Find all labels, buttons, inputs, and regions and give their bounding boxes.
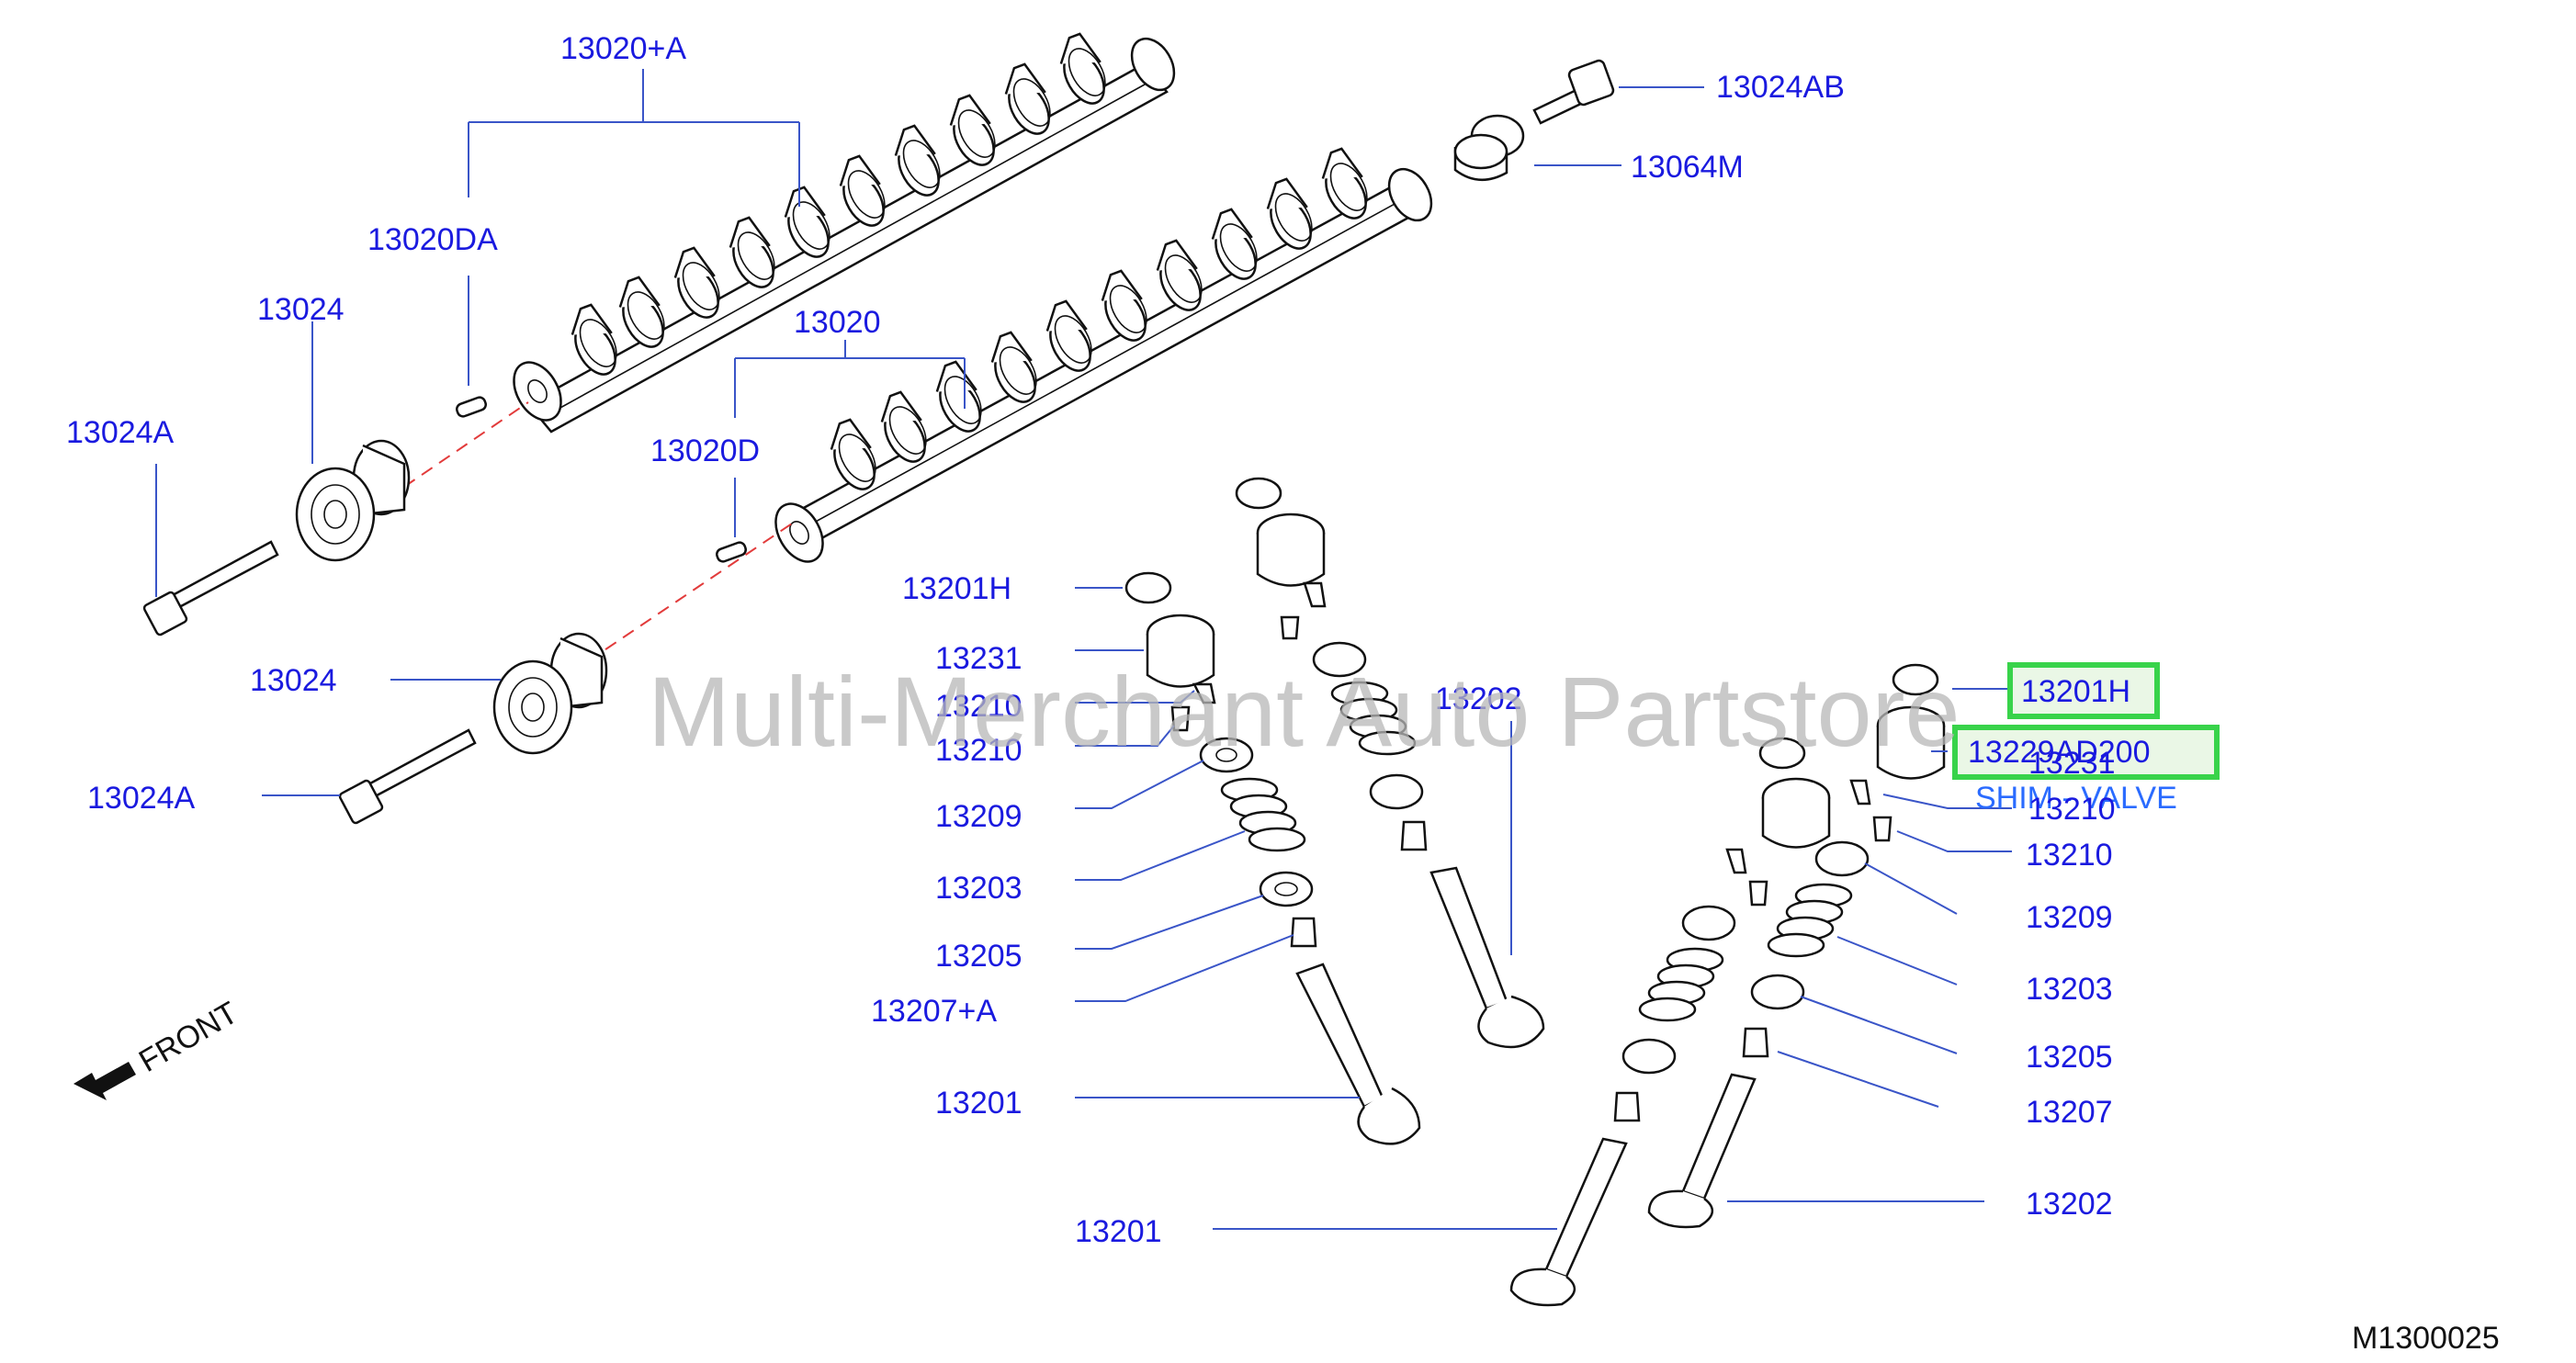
- label-13020[interactable]: 13020: [794, 305, 881, 340]
- label-right-13205[interactable]: 13205: [2026, 1040, 2113, 1075]
- highlight-box-shim: [2007, 662, 2160, 719]
- label-center-13202[interactable]: 13202: [1435, 682, 1522, 716]
- upper-sprocket[interactable]: [295, 439, 411, 562]
- label-13064m[interactable]: 13064M: [1631, 150, 1744, 185]
- label-13020-plus-a[interactable]: 13020+A: [560, 31, 686, 66]
- label-right-13207[interactable]: 13207: [2026, 1095, 2113, 1130]
- upper-bolt[interactable]: [142, 540, 279, 636]
- label-right-13229ad200[interactable]: 13229AD200: [1968, 735, 2151, 770]
- cam-cap[interactable]: [1453, 114, 1525, 181]
- label-13024ab[interactable]: 13024AB: [1716, 70, 1845, 105]
- lower-cam-plug[interactable]: [716, 541, 748, 563]
- lower-bolt[interactable]: [338, 728, 477, 825]
- upper-camshaft[interactable]: [504, 28, 1182, 434]
- front-label: FRONT: [133, 995, 243, 1078]
- label-left-13231[interactable]: 13231: [935, 641, 1022, 676]
- diagram-code: M1300025: [2352, 1321, 2500, 1356]
- label-13020da[interactable]: 13020DA: [367, 222, 498, 257]
- label-left-13201h[interactable]: 13201H: [902, 571, 1011, 606]
- label-left-13207-plus-a[interactable]: 13207+A: [871, 994, 997, 1029]
- label-right-13210-b[interactable]: 13210: [2026, 838, 2113, 873]
- label-right-13209[interactable]: 13209: [2026, 900, 2113, 935]
- part-labels: 13020+A 13020DA 13024 13024A 13020 13020…: [66, 31, 2177, 1249]
- right-front-valve-stack[interactable]: [1647, 663, 1946, 1229]
- label-13020d[interactable]: 13020D: [650, 434, 760, 468]
- arrow-left-down-icon: [73, 1062, 136, 1100]
- cam-cap-bolt[interactable]: [1532, 59, 1615, 125]
- lower-sprocket[interactable]: [492, 632, 608, 755]
- label-right-13231-behind[interactable]: 13231: [2028, 746, 2116, 781]
- label-lower-13201[interactable]: 13201: [1075, 1214, 1162, 1249]
- label-left-13205[interactable]: 13205: [935, 939, 1022, 974]
- left-valve-stack[interactable]: [1124, 571, 1421, 1145]
- label-right-13201h[interactable]: 13201H: [2021, 674, 2130, 709]
- label-left-13210-a[interactable]: 13210: [935, 689, 1022, 724]
- label-right-13210-a[interactable]: 13210: [2028, 792, 2116, 827]
- label-left-13201[interactable]: 13201: [935, 1086, 1022, 1121]
- label-13024a-upper[interactable]: 13024A: [66, 415, 175, 450]
- lower-camshaft[interactable]: [766, 143, 1440, 569]
- label-13024-upper[interactable]: 13024: [257, 292, 345, 327]
- label-right-13203[interactable]: 13203: [2026, 972, 2113, 1007]
- label-13024-lower[interactable]: 13024: [250, 663, 337, 698]
- label-left-13209[interactable]: 13209: [935, 799, 1022, 834]
- upper-cam-plug[interactable]: [456, 396, 488, 418]
- front-indicator: FRONT: [73, 995, 243, 1100]
- watermark: Multi-Merchant Auto Partstore: [648, 656, 1960, 767]
- label-left-13203[interactable]: 13203: [935, 871, 1022, 906]
- label-13024a-lower[interactable]: 13024A: [87, 781, 196, 816]
- right-rear-valve-stack[interactable]: [1509, 737, 1831, 1307]
- label-right-shim-valve[interactable]: SHIM - VALVE: [1975, 781, 2177, 816]
- label-left-13210-b[interactable]: 13210: [935, 733, 1022, 768]
- leader-lines: [155, 69, 2012, 1230]
- highlight-box-lifter: [1952, 725, 2220, 780]
- label-right-13202[interactable]: 13202: [2026, 1187, 2113, 1222]
- center-valve-stack[interactable]: [1235, 477, 1545, 1049]
